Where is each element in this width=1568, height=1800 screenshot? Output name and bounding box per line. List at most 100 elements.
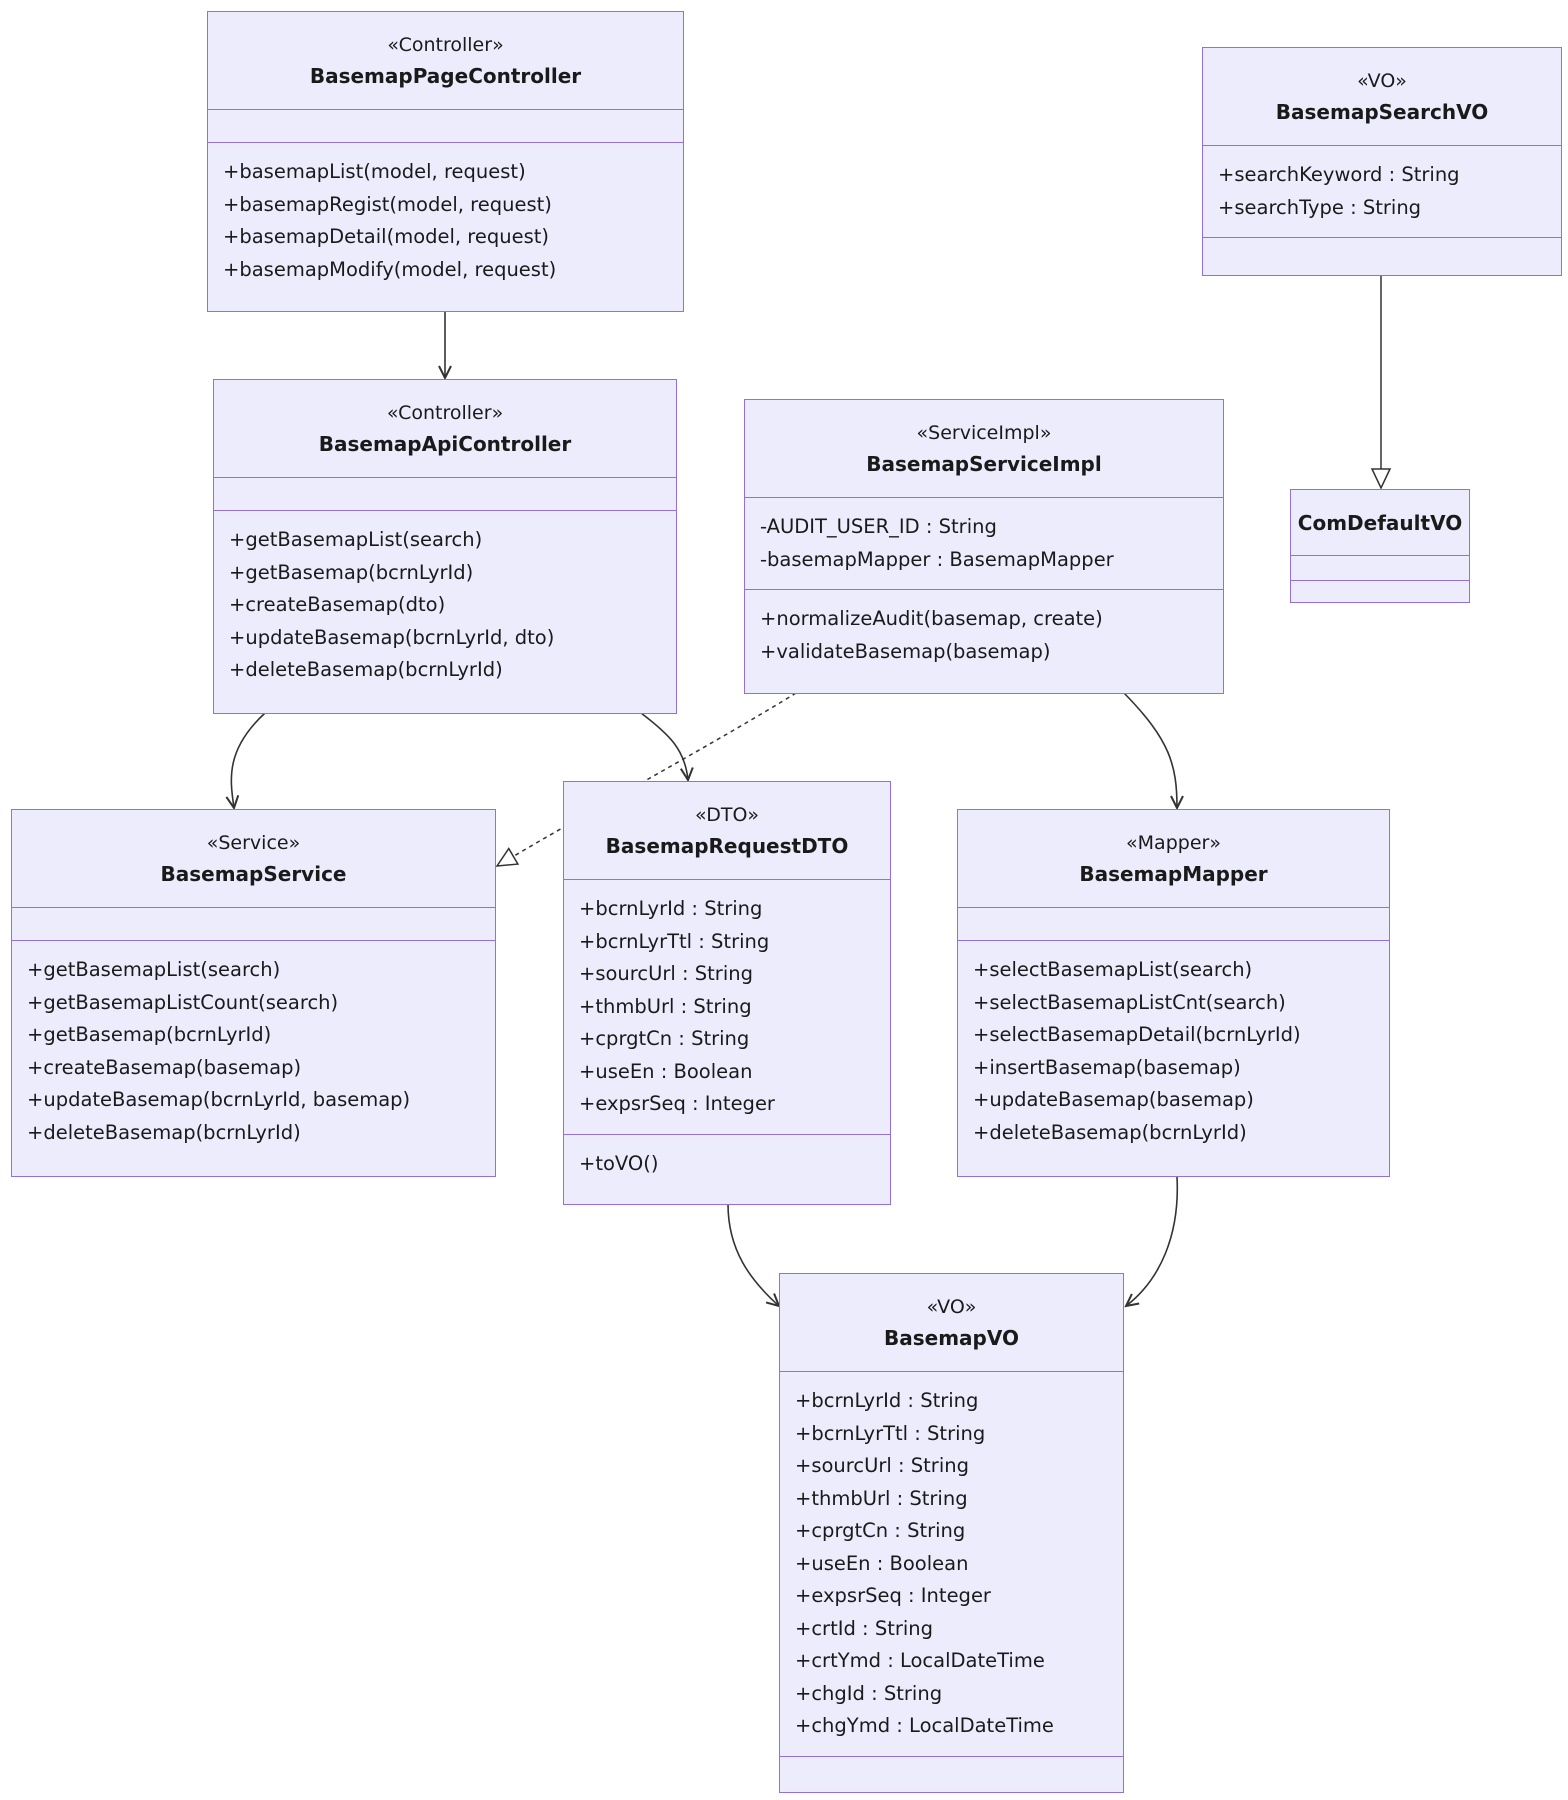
attributes-section (958, 908, 1389, 941)
method: +normalizeAudit(basemap, create) (760, 607, 1103, 630)
stereotype-label: «Mapper» (1126, 831, 1221, 854)
attribute: +crtYmd : LocalDateTime (795, 1649, 1045, 1672)
attribute: +bcrnLyrId : String (579, 897, 763, 920)
class-name: BasemapRequestDTO (605, 833, 849, 858)
attributes-section (214, 478, 676, 511)
class-header: «Mapper» BasemapMapper (958, 810, 1389, 908)
attribute: +sourcUrl : String (795, 1454, 969, 1477)
method: +getBasemapList(search) (229, 528, 483, 551)
class-name: BasemapService (160, 861, 347, 886)
method: +validateBasemap(basemap) (760, 639, 1051, 663)
class-header: «VO» BasemapVO (780, 1274, 1123, 1372)
method: +getBasemapList(search) (27, 958, 281, 981)
attribute: -basemapMapper : BasemapMapper (760, 547, 1114, 571)
edge-api-to-service (231, 712, 266, 808)
edge-dto-to-vo (727, 1203, 779, 1306)
method: +updateBasemap(basemap) (973, 1088, 1254, 1111)
class-name: BasemapMapper (1079, 861, 1268, 886)
attributes-section: -AUDIT_USER_ID : String -basemapMapper :… (745, 498, 1223, 590)
attributes-section: +bcrnLyrId : String +bcrnLyrTtl : String… (780, 1372, 1123, 1757)
stereotype-label: «Controller» (387, 33, 504, 56)
class-basemap-request-dto: «DTO» BasemapRequestDTO +bcrnLyrId : Str… (563, 781, 891, 1205)
attribute: -AUDIT_USER_ID : String (760, 515, 997, 538)
class-name: BasemapServiceImpl (866, 451, 1102, 476)
class-header: «ServiceImpl» BasemapServiceImpl (745, 400, 1223, 498)
class-name: BasemapPageController (309, 63, 582, 88)
class-name: BasemapVO (884, 1325, 1019, 1350)
stereotype-label: «Service» (206, 831, 301, 854)
attribute: +bcrnLyrTtl : String (795, 1421, 986, 1445)
attribute: +crtId : String (795, 1616, 934, 1640)
attribute: +sourcUrl : String (579, 962, 753, 985)
attributes-section (208, 110, 683, 143)
attribute: +expsrSeq : Integer (579, 1092, 775, 1115)
class-com-default-vo: ComDefaultVO (1290, 489, 1470, 603)
method: +selectBasemapList(search) (973, 958, 1253, 981)
attribute: +bcrnLyrTtl : String (579, 929, 770, 953)
attribute: +chgYmd : LocalDateTime (795, 1714, 1054, 1737)
stereotype-label: «VO» (926, 1295, 977, 1318)
method: +selectBasemapListCnt(search) (973, 990, 1286, 1014)
class-header: «Controller» BasemapPageController (208, 12, 683, 110)
attribute: +searchKeyword : String (1218, 163, 1460, 186)
class-basemap-mapper: «Mapper» BasemapMapper +selectBasemapLis… (957, 809, 1390, 1177)
attribute: +searchType : String (1218, 195, 1422, 219)
edge-api-to-dto (640, 712, 688, 780)
edge-impl-to-mapper (1123, 692, 1177, 808)
class-basemap-service: «Service» BasemapService +getBasemapList… (11, 809, 496, 1177)
attribute: +cprgtCn : String (579, 1027, 750, 1050)
method: +updateBasemap(bcrnLyrId, basemap) (27, 1088, 411, 1111)
stereotype-label: «DTO» (694, 803, 760, 826)
attribute: +thmbUrl : String (579, 994, 752, 1018)
stereotype-label: «ServiceImpl» (916, 421, 1052, 444)
class-basemap-service-impl: «ServiceImpl» BasemapServiceImpl -AUDIT_… (744, 399, 1224, 694)
method: +basemapDetail(model, request) (223, 225, 550, 248)
attribute: +bcrnLyrId : String (795, 1389, 979, 1412)
methods-section: +getBasemapList(search) +getBasemapListC… (12, 941, 495, 1162)
attribute: +cprgtCn : String (795, 1519, 966, 1542)
method: +getBasemap(bcrnLyrId) (27, 1023, 272, 1046)
method: +createBasemap(basemap) (27, 1055, 302, 1079)
attributes-section (1291, 556, 1469, 581)
class-name: BasemapApiController (318, 431, 572, 456)
class-basemap-search-vo: «VO» BasemapSearchVO +searchKeyword : St… (1202, 47, 1562, 276)
class-name: ComDefaultVO (1297, 510, 1463, 535)
class-header: «Controller» BasemapApiController (214, 380, 676, 478)
method: +basemapRegist(model, request) (223, 192, 552, 216)
method: +getBasemap(bcrnLyrId) (229, 560, 474, 584)
method: +updateBasemap(bcrnLyrId, dto) (229, 625, 555, 649)
method: +basemapList(model, request) (223, 160, 526, 183)
attributes-section: +bcrnLyrId : String +bcrnLyrTtl : String… (564, 880, 890, 1135)
methods-section: +basemapList(model, request) +basemapReg… (208, 143, 683, 299)
class-basemap-api-controller: «Controller» BasemapApiController +getBa… (213, 379, 677, 714)
attribute: +useEn : Boolean (579, 1059, 753, 1083)
class-name: BasemapSearchVO (1275, 99, 1489, 124)
method: +deleteBasemap(bcrnLyrId) (27, 1120, 301, 1144)
edge-impl-realizes-service (495, 692, 797, 867)
attributes-section: +searchKeyword : String +searchType : St… (1203, 146, 1561, 238)
edge-mapper-to-vo (1126, 1176, 1179, 1306)
methods-section: +toVO() (564, 1135, 890, 1194)
class-header: ComDefaultVO (1291, 490, 1469, 556)
method: +deleteBasemap(bcrnLyrId) (229, 658, 503, 681)
method: +deleteBasemap(bcrnLyrId) (973, 1120, 1247, 1144)
method: +toVO() (579, 1151, 659, 1175)
stereotype-label: «VO» (1357, 69, 1407, 92)
attribute: +useEn : Boolean (795, 1551, 969, 1575)
class-basemap-page-controller: «Controller» BasemapPageController +base… (207, 11, 684, 312)
class-header: «DTO» BasemapRequestDTO (564, 782, 890, 880)
class-basemap-vo: «VO» BasemapVO +bcrnLyrId : String +bcrn… (779, 1273, 1124, 1793)
method: +insertBasemap(basemap) (973, 1055, 1241, 1079)
method: +createBasemap(dto) (229, 593, 446, 616)
methods-section: +getBasemapList(search) +getBasemap(bcrn… (214, 511, 676, 700)
attributes-section (12, 908, 495, 941)
method: +getBasemapListCount(search) (27, 990, 339, 1014)
method: +selectBasemapDetail(bcrnLyrId) (973, 1023, 1301, 1046)
methods-section: +selectBasemapList(search) +selectBasema… (958, 941, 1389, 1162)
method: +basemapModify(model, request) (223, 257, 557, 281)
methods-section: +normalizeAudit(basemap, create) +valida… (745, 590, 1223, 681)
attribute: +thmbUrl : String (795, 1486, 968, 1510)
attribute: +chgId : String (795, 1681, 943, 1705)
class-header: «VO» BasemapSearchVO (1203, 48, 1561, 146)
